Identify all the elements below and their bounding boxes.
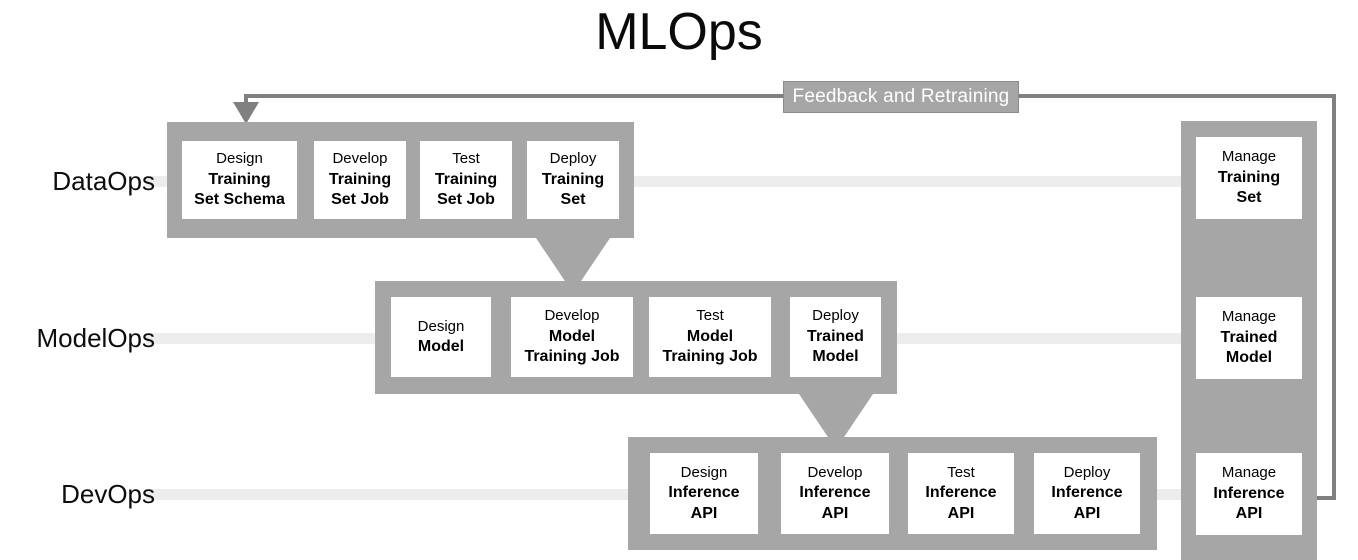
manage-verb: Manage: [1221, 308, 1277, 326]
track-dataops-left: [146, 176, 168, 187]
manage-line2: Trained: [1220, 328, 1278, 346]
feedback-loop-left-line: [244, 94, 248, 106]
stage-verb: Develop: [544, 307, 600, 325]
stage-box-dataops-test[interactable]: Test Training Set Job: [420, 141, 512, 219]
manage-line3: Set: [1236, 189, 1262, 207]
manage-box-inference-api[interactable]: Manage Inference API: [1196, 453, 1302, 535]
stage-line2: Training: [541, 170, 605, 188]
stage-line3: API: [821, 504, 849, 522]
stage-box-modelops-develop[interactable]: Develop Model Training Job: [511, 297, 633, 377]
stage-line3: API: [690, 504, 718, 522]
manage-verb: Manage: [1221, 464, 1277, 482]
manage-line2: Training: [1217, 168, 1281, 186]
stage-box-dataops-deploy[interactable]: Deploy Training Set: [527, 141, 619, 219]
stage-line3: Set Job: [331, 191, 389, 209]
stage-verb: Design: [417, 317, 465, 335]
manage-line2: Inference: [1213, 484, 1285, 502]
stage-line3: Training Job: [662, 348, 758, 366]
stage-verb: Test: [947, 463, 975, 481]
stage-line2: Model: [686, 327, 734, 345]
stage-line2: Inference: [799, 484, 871, 502]
stage-verb: Develop: [807, 463, 863, 481]
stage-line3: Training Job: [524, 348, 620, 366]
stage-line3: Set Job: [437, 191, 495, 209]
stage-verb: Design: [680, 463, 728, 481]
stage-verb: Deploy: [812, 307, 859, 325]
row-label-dataops: DataOps: [52, 166, 155, 196]
stage-line2: Trained: [807, 327, 864, 345]
stage-box-modelops-design[interactable]: Design Model: [391, 297, 491, 377]
stage-box-modelops-test[interactable]: Test Model Training Job: [649, 297, 771, 377]
stage-line2: Inference: [925, 484, 997, 502]
manage-line3: Model: [1225, 349, 1273, 367]
stage-line3: API: [947, 504, 975, 522]
stage-line2: Training: [434, 170, 498, 188]
stage-box-devops-deploy[interactable]: Deploy Inference API: [1034, 453, 1140, 534]
stage-box-devops-develop[interactable]: Develop Inference API: [781, 453, 889, 534]
stage-verb: Deploy: [1063, 463, 1111, 481]
stage-line3: Set Schema: [194, 191, 285, 209]
track-modelops-right: [896, 333, 1182, 344]
stage-box-dataops-develop[interactable]: Develop Training Set Job: [314, 141, 406, 219]
stage-line2: Inference: [668, 484, 740, 502]
stage-line2: Training: [208, 170, 271, 188]
row-label-modelops: ModelOps: [36, 323, 156, 353]
row-label-devops: DevOps: [61, 479, 155, 509]
stage-verb: Deploy: [549, 150, 597, 168]
stage-box-devops-design[interactable]: Design Inference API: [650, 453, 758, 534]
feedback-label-text: Feedback and Retraining: [792, 86, 1010, 107]
stage-line2: Inference: [1051, 484, 1123, 502]
stage-line3: Model: [812, 348, 859, 366]
stage-line2: Training: [328, 170, 392, 188]
track-devops-right: [1156, 489, 1182, 500]
manage-verb: Manage: [1221, 148, 1277, 166]
manage-box-trained-model[interactable]: Manage Trained Model: [1196, 297, 1302, 379]
stage-box-devops-test[interactable]: Test Inference API: [908, 453, 1014, 534]
track-modelops-left: [146, 333, 376, 344]
stage-line2: Model: [417, 338, 465, 355]
stage-verb: Test: [696, 307, 724, 325]
track-devops-left: [146, 489, 629, 500]
stage-line3: Set: [560, 191, 586, 209]
track-dataops-right: [634, 176, 1182, 187]
manage-box-training-set[interactable]: Manage Training Set: [1196, 137, 1302, 219]
stage-verb: Design: [216, 150, 263, 168]
stage-verb: Test: [452, 150, 480, 168]
stage-verb: Develop: [332, 150, 388, 168]
stage-line3: API: [1073, 504, 1101, 522]
page-title: MLOps: [595, 3, 763, 61]
manage-line3: API: [1235, 505, 1263, 523]
feedback-loop-right-line: [1332, 94, 1336, 500]
stage-line2: Model: [548, 327, 596, 345]
stage-box-dataops-design[interactable]: Design Training Set Schema: [182, 141, 297, 219]
feedback-loop-arrowhead: [233, 102, 259, 124]
stage-box-modelops-deploy[interactable]: Deploy Trained Model: [790, 297, 881, 377]
feedback-label: Feedback and Retraining: [783, 81, 1019, 113]
feedback-loop-bottom-line: [1302, 496, 1336, 500]
